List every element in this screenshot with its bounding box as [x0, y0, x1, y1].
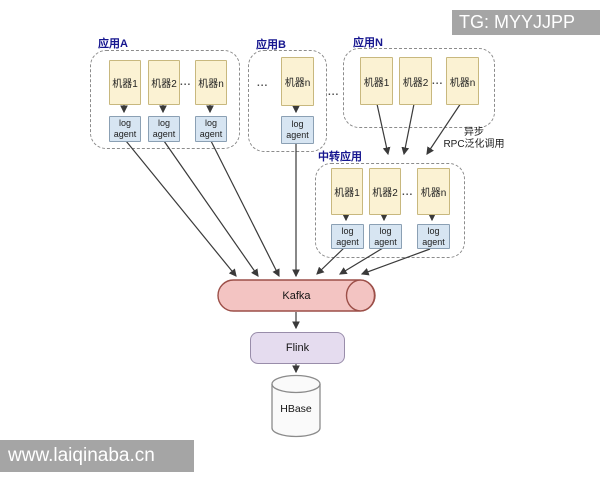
group-app-a: [90, 50, 240, 149]
log-agent-box: log agent: [148, 116, 180, 142]
arrow-relay-agent2-kafka: [338, 247, 384, 275]
group-label-app-b: 应用B: [256, 39, 286, 51]
group-relay-app: [315, 163, 465, 258]
arrow-relay-agentn-kafka: [360, 248, 431, 276]
arrow-n-machinen-relay: [426, 102, 462, 155]
machine-box: 机器2: [148, 60, 180, 105]
group-label-app-n: 应用N: [353, 37, 383, 49]
group-label-relay: 中转应用: [318, 151, 362, 163]
ellipsis: ...: [432, 76, 444, 87]
arrow-n-machine2-relay: [401, 103, 415, 156]
arrow-relay-agent1-kafka: [316, 246, 346, 275]
arrow-n-machine1-relay: [376, 103, 391, 156]
machine-box: 机器n: [281, 57, 314, 106]
machine-box: 机器1: [360, 57, 393, 105]
flink-box: Flink: [250, 332, 345, 364]
hbase-cylinder-body: [271, 384, 321, 438]
machine-box: 机器2: [369, 168, 401, 215]
ellipsis: ...: [402, 187, 414, 198]
annotation-line2: RPC泛化调用: [443, 138, 505, 150]
machine-box: 机器1: [331, 168, 363, 215]
log-agent-box: log agent: [331, 224, 364, 249]
watermark-top-right: TG: MYYJJPP: [452, 10, 600, 35]
ellipsis: ...: [180, 77, 192, 88]
kafka-cylinder-cap: [345, 279, 376, 312]
watermark-bottom-left: www.laiqinaba.cn: [0, 440, 194, 472]
ellipsis: ...: [257, 78, 269, 89]
hbase-label: HBase: [280, 403, 312, 415]
machine-box: 机器1: [109, 60, 141, 105]
annotation-line1: 异步: [464, 127, 484, 138]
machine-box: 机器n: [446, 57, 479, 105]
annotation-async-rpc: 异步 RPC泛化调用: [434, 127, 514, 150]
log-agent-box: log agent: [417, 224, 450, 249]
machine-box: 机器2: [399, 57, 432, 105]
group-app-b: [248, 50, 327, 152]
ellipsis-between-groups: ...: [328, 87, 340, 98]
log-agent-box: log agent: [281, 116, 314, 144]
machine-box: 机器n: [417, 168, 450, 215]
group-label-app-a: 应用A: [98, 38, 128, 50]
log-agent-box: log agent: [369, 224, 402, 249]
hbase-cylinder-top: [271, 374, 321, 394]
log-agent-box: log agent: [195, 116, 227, 142]
kafka-label: Kafka: [282, 289, 311, 302]
machine-box: 机器n: [195, 60, 227, 105]
arrow-a-agentn-kafka: [210, 140, 280, 278]
group-app-n: [343, 48, 495, 128]
arrow-a-agent2-kafka: [163, 140, 259, 277]
log-agent-box: log agent: [109, 116, 141, 142]
arrow-a-agent1-kafka: [125, 140, 237, 277]
